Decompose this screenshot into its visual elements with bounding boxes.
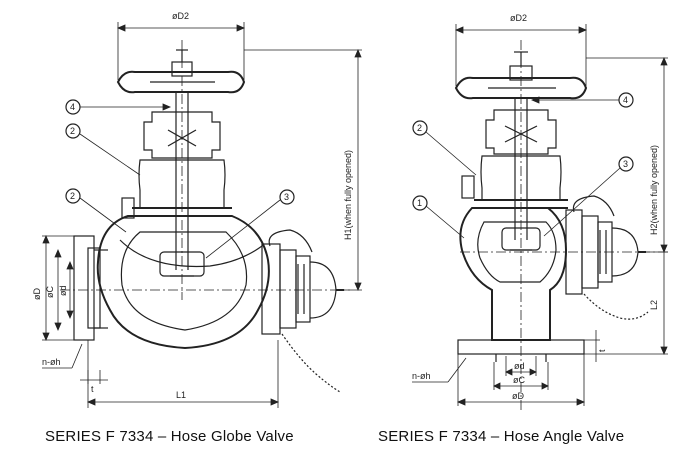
angle-label-t: t: [597, 349, 607, 352]
globe-label-h1: H1(when fully opened): [343, 150, 353, 240]
angle-label-d2: øD2: [510, 13, 527, 23]
globe-label-l1: L1: [176, 390, 186, 400]
angle-label-h2: H2(when fully opened): [649, 145, 659, 235]
globe-label-d2: øD2: [172, 11, 189, 21]
globe-label-c: øC: [45, 286, 55, 298]
globe-callouts: [65, 99, 295, 259]
angle-callouts: [412, 92, 634, 239]
angle-callout-2: 1: [417, 198, 422, 208]
angle-hose-coupling: [565, 195, 649, 320]
globe-callout-3: 2: [70, 191, 75, 201]
globe-label-t: t: [91, 384, 94, 394]
globe-handwheel: [116, 49, 246, 94]
angle-label-l2: L2: [649, 300, 659, 310]
globe-callout-4: 3: [284, 192, 289, 202]
globe-dim-l1: [86, 340, 280, 408]
globe-label-d: øD: [32, 288, 42, 300]
globe-callout-2: 2: [70, 126, 75, 136]
angle-callout-3: 3: [623, 159, 628, 169]
angle-dim-l2: [584, 252, 668, 356]
angle-dim-h2: [586, 56, 668, 254]
angle-dim-d2: [454, 24, 588, 86]
angle-dim-bottom: [456, 354, 586, 406]
angle-callout-4: 4: [623, 95, 628, 105]
globe-hose-coupling: [261, 229, 344, 393]
globe-label-dd: ød: [58, 285, 68, 296]
angle-label-d: øD: [512, 391, 524, 401]
globe-dim-t: [80, 370, 108, 384]
globe-leader-nh: [42, 343, 83, 369]
angle-body: [457, 207, 585, 362]
globe-valve-drawing: [42, 22, 362, 408]
angle-valve-drawing: [412, 24, 670, 410]
globe-valve-caption: SERIES F 7334 – Hose Globe Valve: [45, 428, 294, 445]
globe-dim-d2: [116, 22, 246, 80]
angle-label-nh: n-øh: [412, 371, 431, 381]
angle-callout-1: 2: [417, 123, 422, 133]
angle-dim-t: [584, 330, 600, 362]
globe-label-nh: n-øh: [42, 357, 61, 367]
globe-callout-1: 4: [70, 102, 75, 112]
globe-bonnet: [121, 111, 232, 219]
globe-dim-h1: [244, 48, 362, 292]
angle-label-c: øC: [513, 375, 525, 385]
globe-body: [73, 215, 270, 350]
angle-leader-nh: [412, 357, 467, 383]
globe-dim-verticals: [42, 234, 74, 342]
angle-label-dd: ød: [514, 361, 525, 371]
angle-valve-caption: SERIES F 7334 – Hose Angle Valve: [378, 428, 625, 445]
